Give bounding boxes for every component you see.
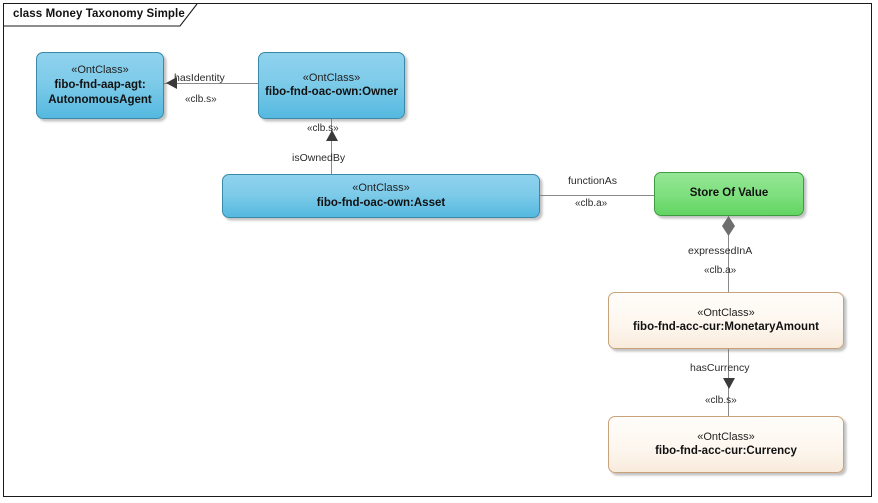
connector-function-as-line[interactable] [540, 195, 654, 196]
diagram-title-tab: class Money Taxonomy Simple [4, 4, 216, 27]
class-name: fibo-fnd-acc-cur:Currency [655, 445, 797, 458]
class-node-currency[interactable]: «OntClass» fibo-fnd-acc-cur:Currency [608, 416, 844, 473]
edge-label-is-owned-by: isOwnedBy [292, 152, 346, 164]
edge-stereotype-function-as: «clb.a» [575, 198, 608, 209]
edge-label-expressed-in-a: expressedInA [688, 245, 753, 257]
connector-is-owned-by-line[interactable] [331, 118, 332, 176]
class-name: fibo-fnd-oac-own:Asset [316, 196, 446, 209]
class-name-line2: AutonomousAgent [48, 93, 152, 106]
arrowhead-is-owned-by [326, 130, 338, 141]
class-name: Store Of Value [689, 187, 769, 200]
class-stereotype: «OntClass» [697, 306, 755, 319]
edge-label-function-as: functionAs [568, 175, 618, 187]
title-tab-shape [4, 4, 198, 27]
arrowhead-has-identity [166, 77, 177, 89]
arrowhead-has-currency [723, 378, 735, 389]
class-stereotype: «OntClass» [71, 64, 129, 77]
class-stereotype: «OntClass» [352, 182, 410, 195]
page-title: class Money Taxonomy Simple [13, 8, 185, 20]
class-node-monetary-amount[interactable]: «OntClass» fibo-fnd-acc-cur:MonetaryAmou… [608, 292, 844, 349]
connector-expressed-in-a-line[interactable] [728, 216, 729, 292]
class-name: fibo-fnd-oac-own:Owner [265, 86, 398, 99]
class-name-line1: fibo-fnd-aap-agt: [54, 78, 146, 91]
class-node-store-of-value[interactable]: Store Of Value [654, 172, 804, 216]
edge-stereotype-expressed-in-a: «clb.a» [704, 265, 737, 276]
class-stereotype: «OntClass» [302, 71, 361, 84]
edge-label-has-identity: hasIdentity [174, 72, 225, 84]
class-node-owner[interactable]: «OntClass» fibo-fnd-oac-own:Owner [258, 52, 405, 119]
edge-stereotype-has-identity: «clb.s» [185, 94, 217, 105]
class-stereotype: «OntClass» [697, 430, 755, 443]
edge-stereotype-has-currency: «clb.s» [705, 395, 737, 406]
class-node-asset[interactable]: «OntClass» fibo-fnd-oac-own:Asset [222, 174, 540, 218]
edge-stereotype-is-owned-by: «clb.s» [307, 123, 339, 134]
diagram-frame: class Money Taxonomy Simple hasIdentity … [3, 3, 872, 497]
class-node-autonomous-agent[interactable]: «OntClass» fibo-fnd-aap-agt: AutonomousA… [36, 52, 164, 119]
aggregation-diamond-expressed-in-a [722, 216, 735, 236]
connector-has-identity-line[interactable] [163, 83, 258, 84]
class-name: fibo-fnd-acc-cur:MonetaryAmount [633, 321, 819, 334]
edge-label-has-currency: hasCurrency [690, 362, 750, 374]
